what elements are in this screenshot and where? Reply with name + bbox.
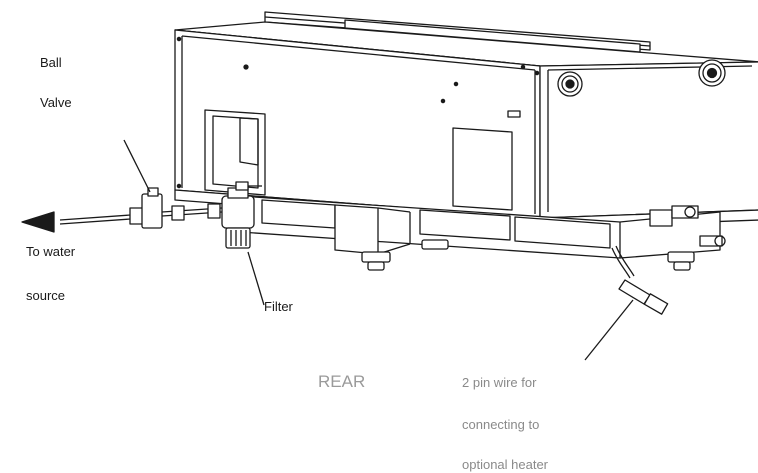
ball-valve-label-line2: Valve: [40, 95, 72, 110]
rear-panel-openings: [204, 109, 521, 211]
filter-label: Filter: [264, 299, 293, 314]
leveling-feet: [361, 239, 695, 271]
side-fittings: [649, 205, 726, 247]
water-assembly: [21, 181, 262, 249]
leader-lines: [123, 139, 634, 361]
wire-label-line3: optional heater: [462, 457, 549, 472]
screw-dots: [176, 36, 540, 189]
wire-label-line1: 2 pin wire for: [462, 375, 537, 390]
ball-valve-label-line1: Ball: [40, 55, 62, 70]
wire-connector: [611, 245, 669, 315]
wire-label-line2: connecting to: [462, 417, 540, 432]
base-frame: [239, 195, 721, 259]
water-source-label-line1: To water: [26, 244, 76, 259]
water-source-label-line2: source: [26, 288, 66, 303]
rear-view-label: REAR: [318, 372, 366, 391]
side-grommets: [557, 59, 726, 97]
